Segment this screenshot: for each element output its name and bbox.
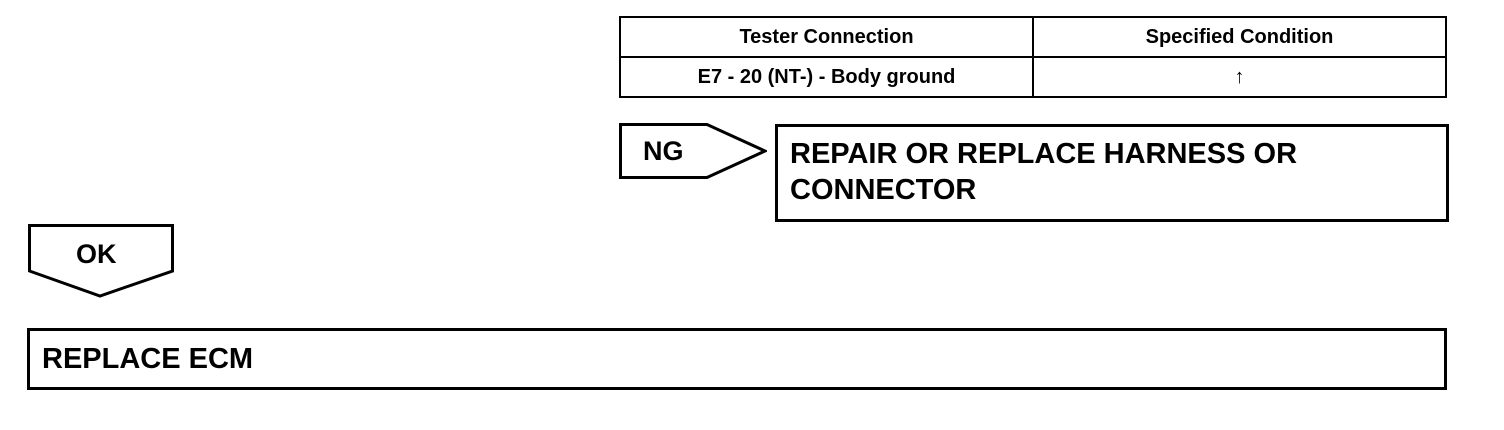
ng-result-text: REPAIR OR REPLACE HARNESS OR CONNECTOR — [790, 138, 1298, 206]
ng-arrow-shape — [619, 123, 767, 179]
spec-table: Tester Connection Specified Condition E7… — [619, 16, 1447, 98]
ng-label: NG — [643, 136, 684, 166]
header-tester-connection: Tester Connection — [619, 16, 1034, 58]
cell-tester-connection: E7 - 20 (NT-) - Body ground — [619, 56, 1034, 98]
table-row: E7 - 20 (NT-) - Body ground ↑ — [619, 56, 1447, 98]
ok-label: OK — [76, 239, 117, 269]
ng-result-box: REPAIR OR REPLACE HARNESS OR CONNECTOR — [775, 124, 1449, 222]
ok-arrow-shape — [28, 224, 174, 298]
cell-specified-condition: ↑ — [1032, 56, 1447, 98]
ok-result-box: REPLACE ECM — [27, 328, 1447, 390]
ok-result-text: REPLACE ECM — [42, 343, 254, 375]
header-specified-condition: Specified Condition — [1032, 16, 1447, 58]
spec-table-header-row: Tester Connection Specified Condition — [619, 16, 1447, 58]
